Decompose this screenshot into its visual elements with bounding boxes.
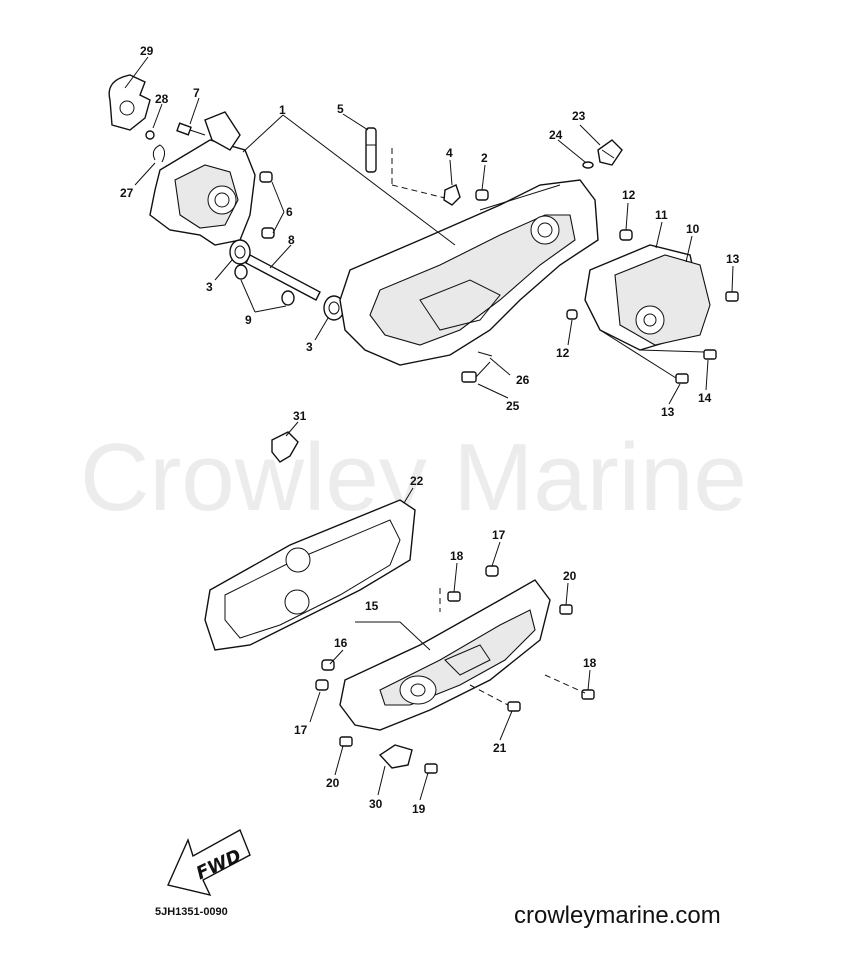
callout-21: 21 bbox=[493, 741, 507, 755]
dowel-part-9b bbox=[281, 290, 295, 306]
oring-part-24 bbox=[582, 161, 594, 169]
callout-12a: 12 bbox=[622, 188, 636, 202]
clip-part-31 bbox=[271, 431, 299, 463]
leader-lines bbox=[124, 56, 734, 801]
washer-part-28 bbox=[145, 130, 155, 140]
callout-23: 23 bbox=[572, 109, 586, 123]
bolt-part-20b bbox=[339, 736, 353, 747]
callout-20b: 20 bbox=[326, 776, 340, 790]
pin-part-5 bbox=[365, 127, 377, 173]
clip-part-27 bbox=[152, 144, 166, 163]
callout-18a: 18 bbox=[450, 549, 464, 563]
bolt-part-21 bbox=[507, 701, 521, 712]
callout-28: 28 bbox=[155, 92, 169, 106]
callout-17b: 17 bbox=[294, 723, 308, 737]
bolt-part-19 bbox=[424, 763, 438, 774]
crankcase-cover-part-15 bbox=[339, 579, 551, 731]
callout-31: 31 bbox=[293, 409, 307, 423]
dowel-part-12a bbox=[619, 229, 633, 241]
callout-7: 7 bbox=[193, 86, 200, 100]
bolt-part-18b bbox=[581, 689, 595, 700]
callout-29: 29 bbox=[140, 44, 154, 58]
bolt-part-20a bbox=[559, 604, 573, 615]
gasket-part-22 bbox=[204, 499, 416, 651]
callout-3b: 3 bbox=[306, 340, 313, 354]
callout-20a: 20 bbox=[563, 569, 577, 583]
fitting-part-4 bbox=[443, 184, 461, 206]
callout-14: 14 bbox=[698, 391, 712, 405]
callout-11: 11 bbox=[655, 208, 668, 222]
callout-30: 30 bbox=[369, 797, 383, 811]
callout-13b: 13 bbox=[661, 405, 675, 419]
callout-24: 24 bbox=[549, 128, 563, 142]
dowel-part-6a bbox=[259, 171, 273, 183]
fwd-arrow: FWD bbox=[167, 829, 251, 897]
callout-1: 1 bbox=[279, 103, 286, 117]
callout-9: 9 bbox=[245, 313, 252, 327]
bearing-part-3a bbox=[229, 239, 251, 265]
bolt-part-25 bbox=[461, 361, 491, 383]
bearing-part-3b bbox=[323, 295, 345, 321]
bolt-part-18a bbox=[447, 591, 461, 602]
callout-26: 26 bbox=[516, 373, 530, 387]
bolt-part-13b bbox=[675, 373, 689, 384]
callout-19: 19 bbox=[412, 802, 426, 816]
callout-6: 6 bbox=[286, 205, 293, 219]
callout-17a: 17 bbox=[492, 528, 506, 542]
footer-url: crowleymarine.com bbox=[514, 902, 721, 929]
callout-5: 5 bbox=[337, 102, 344, 116]
dowel-part-12b bbox=[566, 309, 578, 320]
right-crankcase-half bbox=[339, 179, 599, 366]
callout-13a: 13 bbox=[726, 252, 740, 266]
bolt-part-7 bbox=[176, 122, 206, 136]
bolt-part-14 bbox=[703, 349, 717, 360]
dowel-part-17b bbox=[315, 679, 329, 691]
dowel-part-6b bbox=[261, 227, 275, 239]
diagram-code: 5JH1351-0090 bbox=[155, 906, 228, 918]
bracket-part-30 bbox=[378, 744, 413, 769]
callout-16: 16 bbox=[334, 636, 348, 650]
callout-2: 2 bbox=[481, 151, 488, 165]
left-crankcase-half bbox=[149, 111, 256, 246]
callout-15: 15 bbox=[365, 599, 379, 613]
callout-18b: 18 bbox=[583, 656, 597, 670]
washer-part-26 bbox=[477, 351, 493, 357]
plug-part-23 bbox=[597, 139, 623, 166]
callout-27: 27 bbox=[120, 186, 134, 200]
dowel-part-2 bbox=[475, 189, 489, 201]
dowel-part-9a bbox=[234, 264, 248, 280]
callout-10: 10 bbox=[686, 222, 700, 236]
callout-8: 8 bbox=[288, 233, 295, 247]
callout-22: 22 bbox=[410, 474, 424, 488]
callout-25: 25 bbox=[506, 399, 520, 413]
callout-12b: 12 bbox=[556, 346, 570, 360]
callout-3a: 3 bbox=[206, 280, 213, 294]
shaft-part-8 bbox=[245, 254, 321, 301]
dowel-part-17a bbox=[485, 565, 499, 577]
bolt-part-13a bbox=[725, 291, 739, 302]
callout-4: 4 bbox=[446, 146, 453, 160]
callout-labels: 29 28 7 27 1 5 4 2 23 24 6 8 3 9 3 12 11… bbox=[120, 44, 740, 816]
